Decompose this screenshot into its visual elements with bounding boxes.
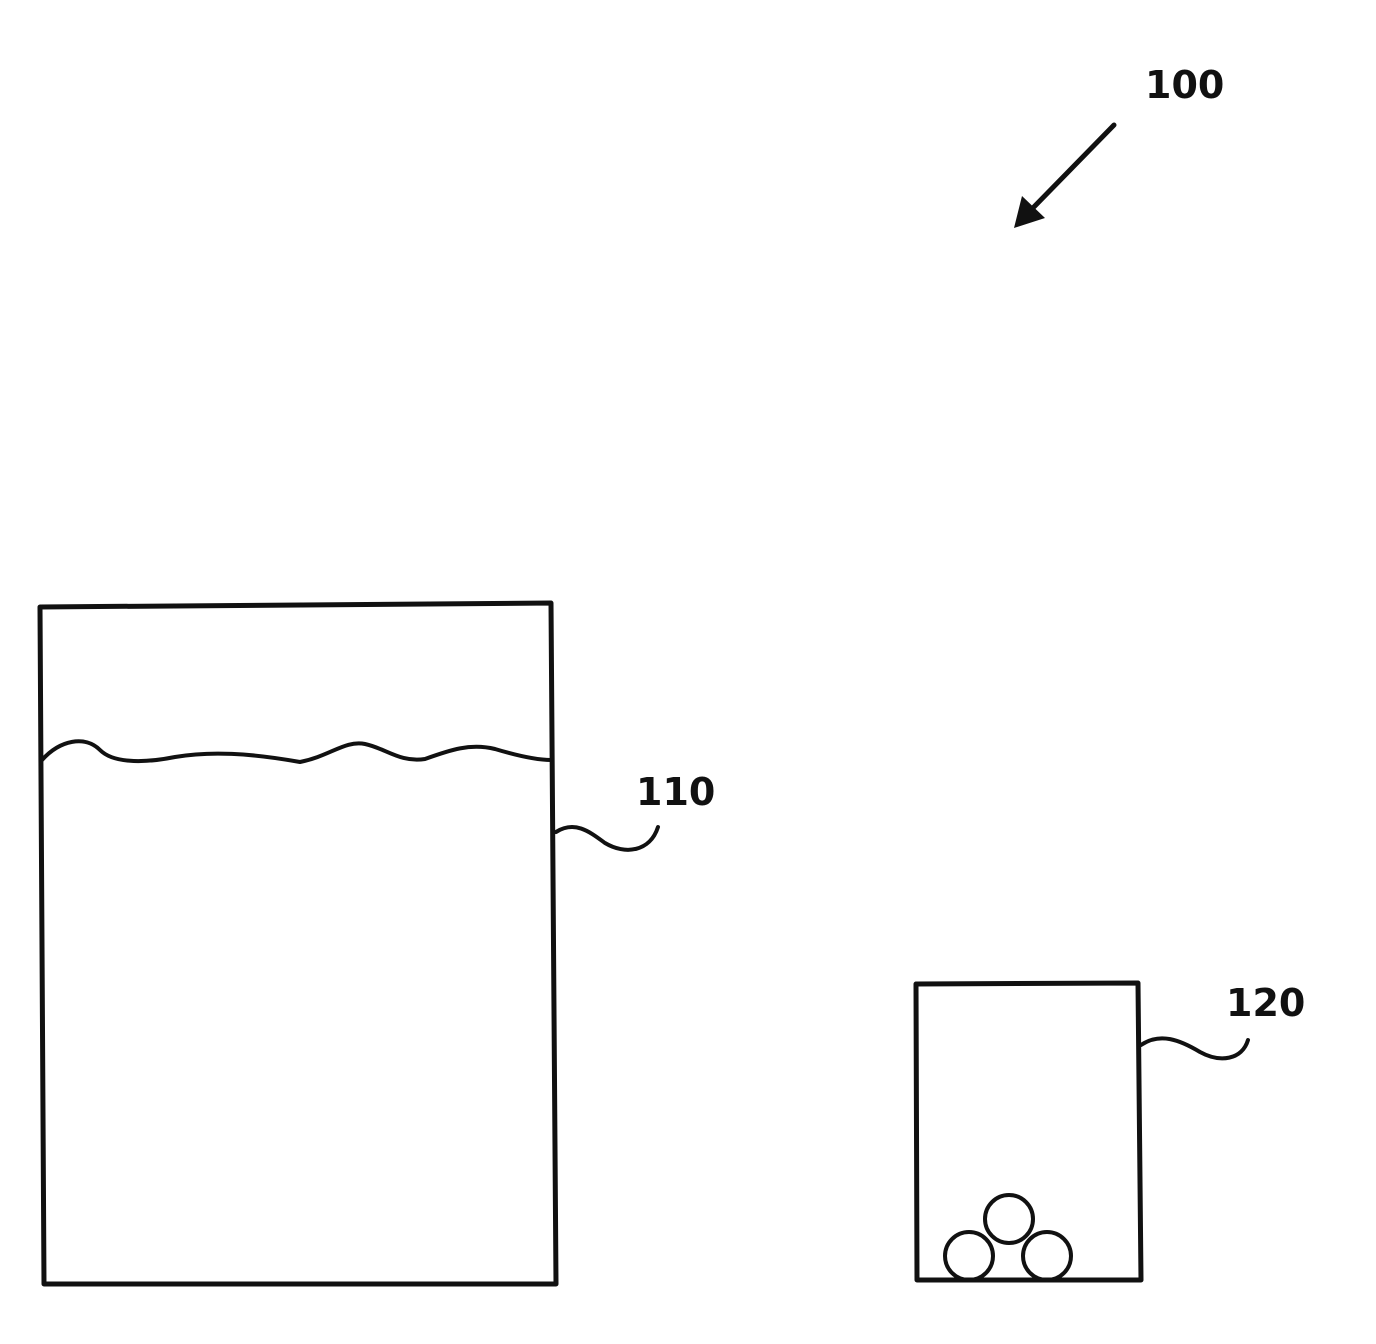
small-container (913, 980, 1144, 1283)
particle-top (983, 1193, 1035, 1245)
liquid-surface-line (40, 739, 553, 764)
label-110: 110 (636, 770, 715, 814)
label-100: 100 (1145, 63, 1224, 107)
large-container (37, 600, 559, 1287)
leader-120 (1139, 1036, 1250, 1061)
particle-left (943, 1230, 995, 1282)
particle-right (1021, 1230, 1073, 1282)
small-container-outline (913, 980, 1144, 1283)
leader-110 (554, 825, 660, 852)
large-container-outline (37, 600, 559, 1287)
arrow-100 (1014, 122, 1117, 228)
label-120: 120 (1226, 981, 1305, 1025)
